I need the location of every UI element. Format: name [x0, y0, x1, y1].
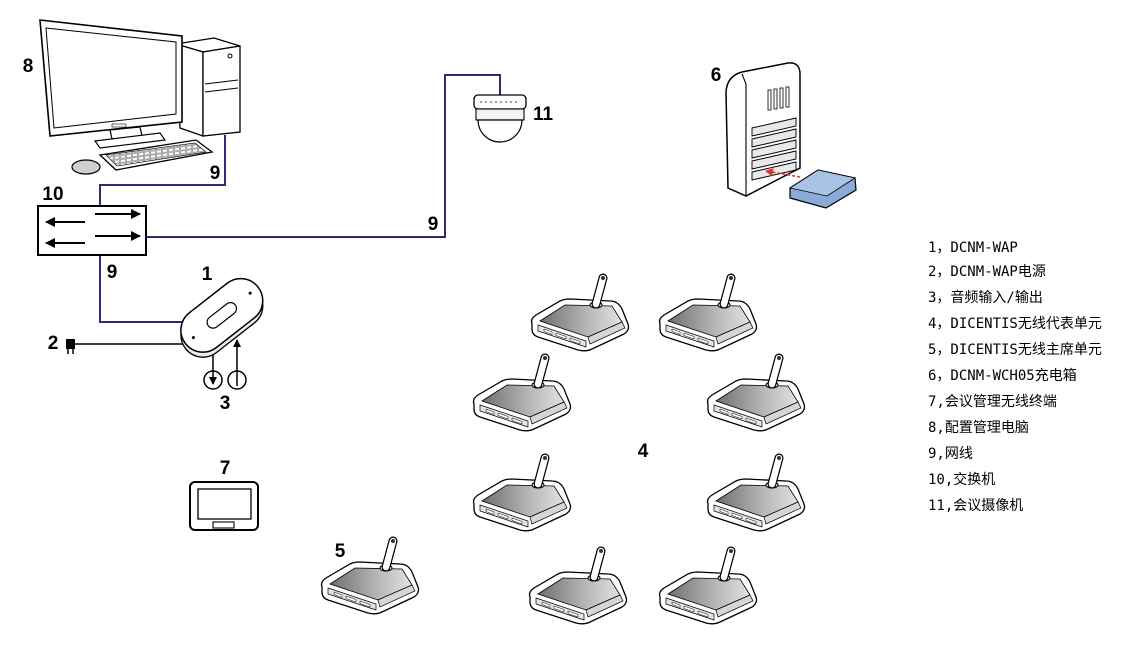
pc-mouse: [71, 159, 101, 175]
legend: 1，DCNM-WAP 2，DCNM-WAP电源 3，音频输入/输出 4，DICE…: [928, 238, 1102, 519]
callout-wap: 1: [202, 264, 213, 285]
wireless-access-point: [180, 277, 264, 358]
callout-audio-io: 3: [220, 393, 231, 414]
management-tablet: [189, 481, 259, 531]
legend-item: 9,网线: [928, 446, 973, 462]
callout-pc: 8: [23, 56, 34, 77]
cable-switch-camera: [146, 74, 501, 238]
callout-tablet: 7: [220, 458, 231, 479]
legend-item: 8,配置管理电脑: [928, 420, 1029, 436]
callout-camera: 11: [533, 104, 554, 125]
legend-item: 4，DICENTIS无线代表单元: [928, 316, 1102, 332]
audio-in-jack: [203, 370, 223, 390]
legend-item: 2，DCNM-WAP电源: [928, 264, 1046, 280]
charger-slot: [751, 139, 797, 159]
network-switch: [37, 205, 147, 256]
charger-slot: [751, 150, 797, 170]
battery-pack: [788, 169, 857, 209]
callout-cable: 9: [210, 163, 221, 184]
delegate-unit: [530, 549, 627, 624]
callout-charger: 6: [711, 65, 722, 86]
legend-item: 3，音频输入/输出: [928, 290, 1043, 306]
callout-chairman-unit: 5: [335, 541, 346, 562]
delegate-unit: [708, 456, 805, 531]
delegate-unit: [660, 276, 757, 351]
legend-item: 6，DCNM-WCH05充电箱: [928, 368, 1077, 384]
insert-arrow: [765, 168, 801, 178]
pc-monitor-screen: [45, 27, 177, 129]
charger-slot: [751, 117, 797, 137]
charger-slot: [751, 161, 797, 181]
callout-switch: 10: [42, 184, 63, 205]
legend-item: 7,会议管理无线终端: [928, 394, 1057, 410]
legend-item: 11,会议摄像机: [928, 498, 1024, 514]
delegate-unit: [708, 356, 805, 431]
callout-cable: 9: [428, 214, 439, 235]
delegate-unit: [532, 276, 629, 351]
legend-item: 10,交换机: [928, 472, 996, 488]
cable-switch-wap: [99, 255, 185, 323]
audio-io: [203, 339, 247, 390]
legend-item: 1，DCNM-WAP: [928, 240, 1018, 256]
callout-cable: 9: [107, 262, 118, 283]
config-pc: [39, 19, 241, 175]
callout-delegate-units: 4: [638, 441, 649, 462]
delegate-unit: [474, 356, 571, 431]
legend-item: 5，DICENTIS无线主席单元: [928, 342, 1102, 358]
wap-power-plug: [66, 339, 185, 354]
callout-wap-power: 2: [48, 333, 59, 354]
delegate-unit: [660, 549, 757, 624]
charger-slot: [751, 128, 797, 148]
delegate-unit: [474, 456, 571, 531]
cable-pc-switch: [99, 135, 226, 206]
charging-case: [725, 62, 857, 209]
conference-camera: [473, 94, 527, 143]
